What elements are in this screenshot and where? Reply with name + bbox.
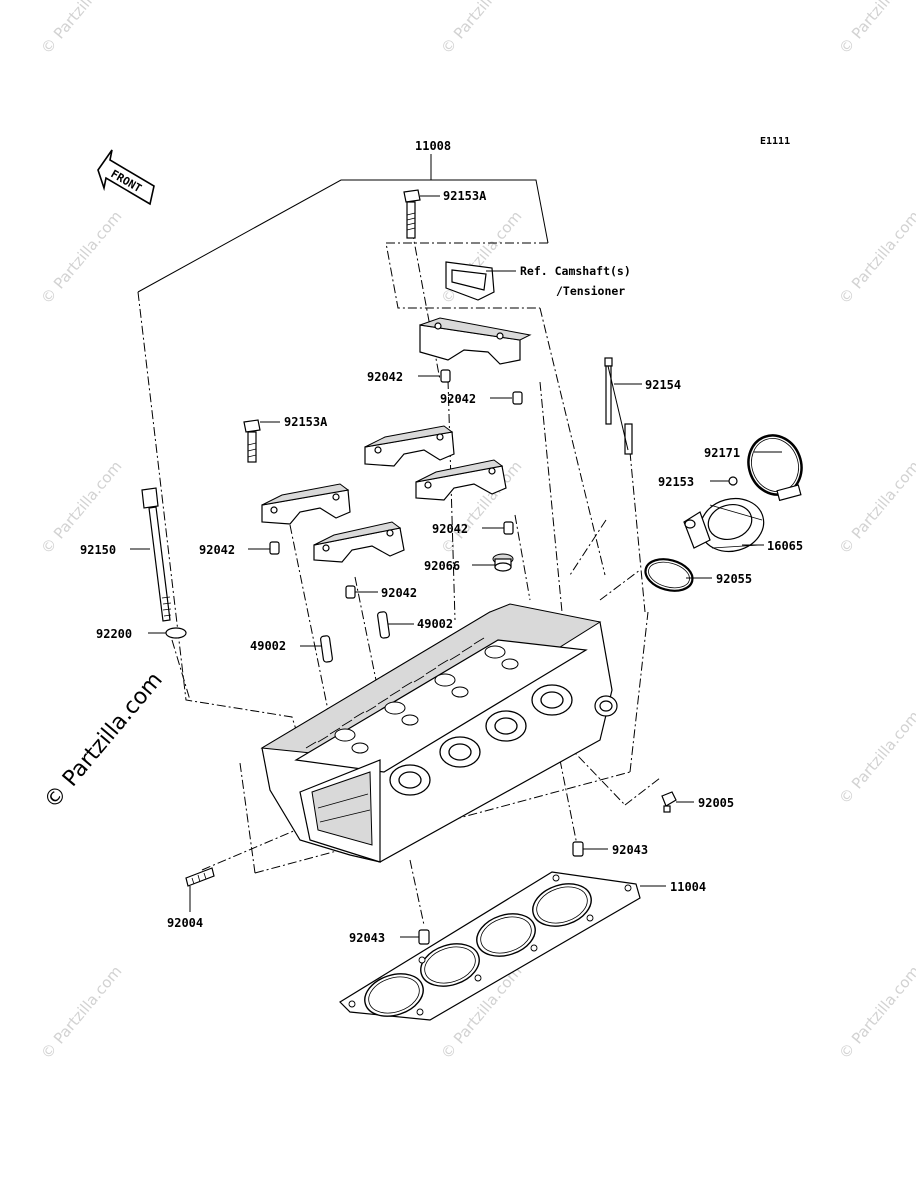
bolt-92153A-top <box>403 189 421 239</box>
leader-lines <box>130 195 782 938</box>
label-92042-e: 92042 <box>381 586 417 600</box>
label-92154: 92154 <box>645 378 681 392</box>
watermark: © Partzilla.com <box>37 962 125 1062</box>
watermark: © Partzilla.com <box>37 0 125 58</box>
ref-camshaft-line2: /Tensioner <box>556 284 625 298</box>
fitting-92005 <box>661 791 677 813</box>
label-92042-a: 92042 <box>367 370 403 384</box>
label-92004: 92004 <box>167 916 203 930</box>
label-92042-d: 92042 <box>432 522 468 536</box>
label-92042-c: 92042 <box>199 543 235 557</box>
stud-49002-a <box>320 635 333 663</box>
label-92153: 92153 <box>658 475 694 489</box>
dowel-pins <box>269 369 523 599</box>
camshaft-cap-4 <box>415 459 507 501</box>
ref-camshaft-line1: Ref. Camshaft(s) <box>520 264 631 278</box>
stud-49002-b <box>377 611 390 639</box>
plug-92066 <box>492 553 514 572</box>
label-92171: 92171 <box>704 446 740 460</box>
label-92043-a: 92043 <box>612 843 648 857</box>
label-92042-b: 92042 <box>440 392 476 406</box>
camshaft-cap-2 <box>313 521 405 563</box>
label-49002-b: 49002 <box>417 617 453 631</box>
watermark: © Partzilla.com <box>835 0 916 58</box>
diagram-code: E1111 <box>760 136 790 147</box>
label-92153A-top: 92153A <box>443 189 487 203</box>
camshaft-cap-top <box>419 317 532 365</box>
label-16065: 16065 <box>767 539 803 553</box>
label-92150: 92150 <box>80 543 116 557</box>
watermark: © Partzilla.com <box>835 962 916 1062</box>
watermark: © Partzilla.com <box>835 207 916 307</box>
label-92043-b: 92043 <box>349 931 385 945</box>
tensioner-bracket <box>445 261 495 301</box>
o-ring-92055 <box>644 558 694 592</box>
dowel-92043-b <box>418 929 430 945</box>
washer-92200 <box>165 627 187 639</box>
cylinder-head <box>260 603 618 863</box>
camshaft-cap-1 <box>261 483 351 525</box>
watermark: © Partzilla.com <box>37 207 125 307</box>
long-bolt-92150 <box>141 487 172 622</box>
dowel-92043-a <box>572 841 584 857</box>
label-49002-a: 49002 <box>250 639 286 653</box>
camshaft-cap-3 <box>364 425 455 467</box>
screw-92153 <box>728 476 738 486</box>
watermark-layer: © Partzilla.com © Partzilla.com © Partzi… <box>37 0 916 1063</box>
clamp-92171 <box>747 434 803 502</box>
bolt-92153A-mid <box>243 419 261 463</box>
label-11008: 11008 <box>415 139 451 153</box>
watermark-large: © Partzilla.com <box>39 668 167 814</box>
front-arrow-icon: FRONT <box>97 149 155 206</box>
part-labels: 11008 92153A Ref. Camshaft(s) /Tensioner… <box>80 139 803 945</box>
long-bolt-92154 <box>604 357 633 455</box>
label-92153A-mid: 92153A <box>284 415 328 429</box>
intake-holder-16065 <box>683 497 765 553</box>
watermark: © Partzilla.com <box>437 0 525 58</box>
bolt-92004 <box>185 867 215 887</box>
watermark: © Partzilla.com <box>835 707 916 807</box>
head-gasket-11004 <box>339 871 641 1021</box>
watermark: © Partzilla.com <box>835 457 916 557</box>
label-92200: 92200 <box>96 627 132 641</box>
label-92066: 92066 <box>424 559 460 573</box>
label-92055: 92055 <box>716 572 752 586</box>
label-11004: 11004 <box>670 880 706 894</box>
label-92005: 92005 <box>698 796 734 810</box>
